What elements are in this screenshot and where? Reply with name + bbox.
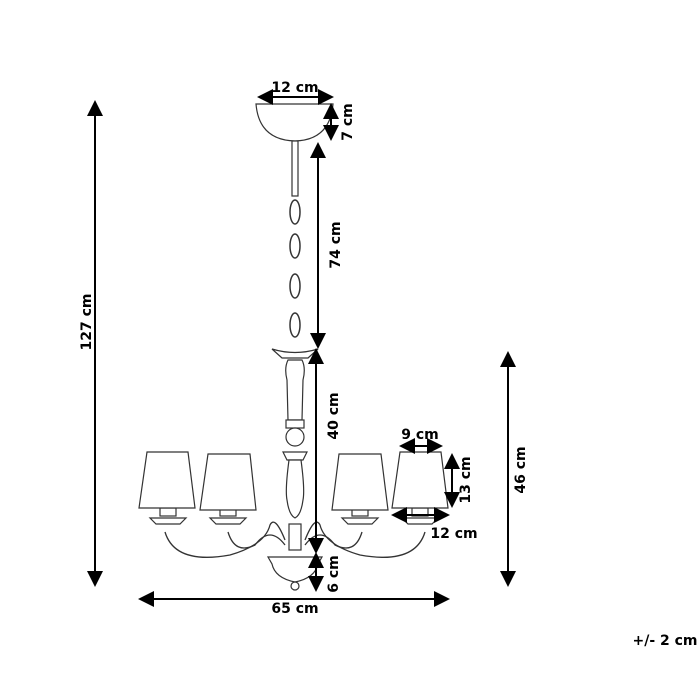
tolerance-label: +/- 2 cm bbox=[632, 633, 697, 649]
total-height-label: 127 cm bbox=[79, 294, 95, 351]
shade-top-width-label: 9 cm bbox=[401, 427, 439, 443]
canopy-width-label: 12 cm bbox=[271, 80, 318, 96]
arms-height-label: 46 cm bbox=[513, 446, 529, 493]
body-height-label: 40 cm bbox=[326, 392, 342, 439]
bottom-height-label: 6 cm bbox=[326, 555, 342, 593]
canopy-height-label: 7 cm bbox=[340, 103, 356, 141]
chain-length-label: 74 cm bbox=[328, 221, 344, 268]
shade-height-label: 13 cm bbox=[458, 456, 474, 503]
chandelier-illustration bbox=[138, 103, 449, 591]
total-width-label: 65 cm bbox=[271, 601, 318, 617]
shade-bottom-width-label: 12 cm bbox=[430, 526, 477, 542]
